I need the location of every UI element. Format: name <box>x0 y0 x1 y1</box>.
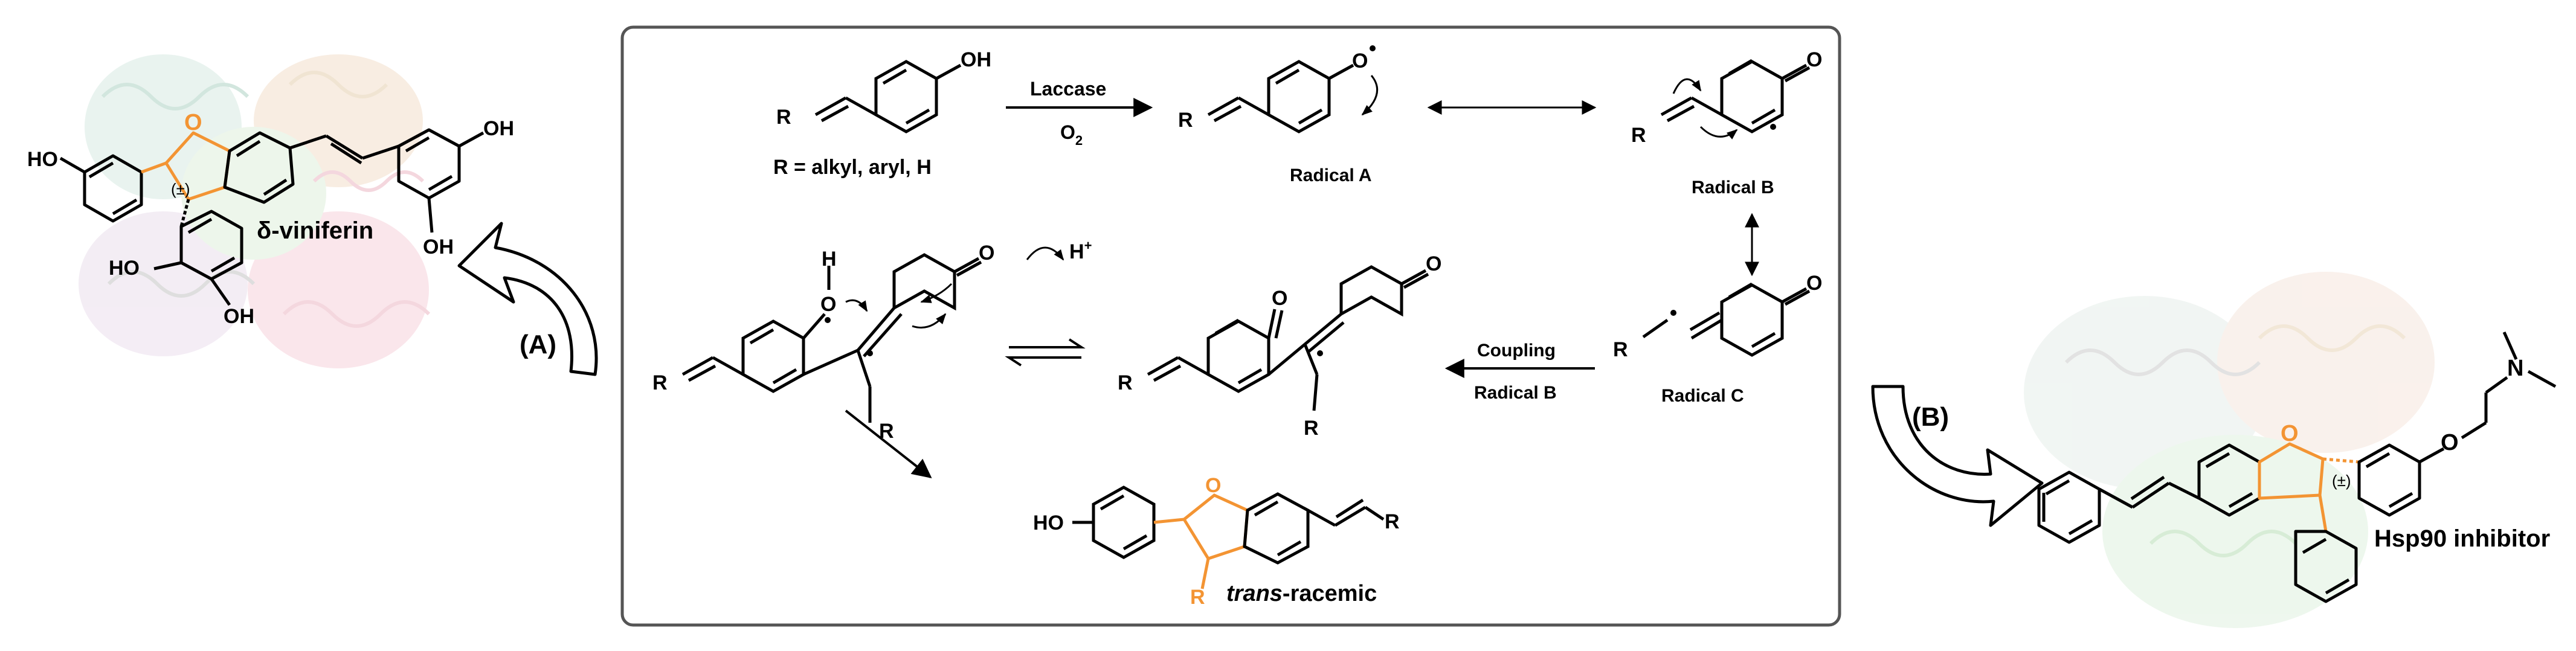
radical-c-r: R <box>1613 338 1628 361</box>
dimer-o1: O <box>1272 287 1287 310</box>
dimer-structure <box>1147 265 1429 411</box>
start-r-definition: R = alkyl, aryl, H <box>773 156 932 179</box>
radical-a-r: R <box>1178 109 1193 132</box>
arrow-b-label: (B) <box>1912 402 1949 432</box>
viniferin-ring-oxygen: O <box>184 110 202 135</box>
viniferin-structure <box>59 128 485 306</box>
starting-material <box>814 60 962 133</box>
radical-a-dot <box>1370 45 1376 51</box>
intermediate-h-plus-h: H <box>1069 240 1084 263</box>
reagent-laccase: Laccase <box>1030 78 1106 100</box>
intermediate-structure <box>681 246 1064 423</box>
intermediate-o2: O <box>979 242 994 265</box>
intermediate-r1: R <box>652 371 668 394</box>
product-arrow <box>845 409 932 478</box>
viniferin-oh-lower: OH <box>423 236 454 258</box>
product-ho: HO <box>1033 512 1064 534</box>
intermediate-h-plus-sup: + <box>1084 238 1092 253</box>
intermediate-o-dot <box>825 317 831 323</box>
radical-b-dot <box>1770 124 1776 130</box>
reagent-oxygen-sub: 2 <box>1075 133 1083 148</box>
viniferin-oh-bottom: OH <box>224 305 254 328</box>
radical-a-label: Radical A <box>1290 165 1372 185</box>
product-label: trans-racemic <box>1226 581 1377 606</box>
intermediate-o: O <box>820 293 836 316</box>
radical-a-o: O <box>1352 50 1368 72</box>
arrow-b <box>1871 385 2044 527</box>
intermediate-h-plus: H+ <box>1069 238 1092 263</box>
product-o: O <box>1205 474 1221 497</box>
arrow-a <box>457 222 598 376</box>
radical-b-structure <box>1660 59 1811 140</box>
product-r2: R <box>1190 586 1205 609</box>
radical-c-structure <box>1642 282 1811 357</box>
hsp90-nitrogen: N <box>2507 356 2523 381</box>
dimer-o2: O <box>1426 252 1441 275</box>
right-panel: (B) <box>1871 272 2557 628</box>
radical-c-o: O <box>1806 272 1822 295</box>
hsp90-structure <box>2037 331 2557 603</box>
dimer-r2: R <box>1304 417 1319 440</box>
product-label-italic: trans <box>1226 581 1283 606</box>
viniferin-oh-right: OH <box>483 117 514 140</box>
start-r: R <box>776 106 791 129</box>
intermediate-c-dot <box>867 350 873 356</box>
product-label-rest: -racemic <box>1283 581 1377 606</box>
equilibrium-arrows <box>1005 338 1086 367</box>
radical-a-structure <box>1207 60 1379 133</box>
hsp90-ring-oxygen: O <box>2281 421 2299 446</box>
hsp90-oxygen: O <box>2441 430 2459 455</box>
protein-background-right <box>2024 272 2435 628</box>
start-oh: OH <box>961 48 991 71</box>
viniferin-compound-name: δ-viniferin <box>257 217 373 244</box>
radical-c-label: Radical C <box>1661 386 1744 406</box>
product-structure <box>1072 486 1385 589</box>
product-r1: R <box>1385 510 1400 533</box>
arrow-a-label: (A) <box>520 330 556 359</box>
dimer-radical-dot <box>1317 350 1323 356</box>
viniferin-ho-bottom: HO <box>109 257 140 280</box>
radical-b-o: O <box>1806 48 1822 71</box>
scheme-box: OH R R = alkyl, aryl, H Laccase O2 O R R… <box>620 25 1841 627</box>
coupling-radical-b: Radical B <box>1474 383 1557 403</box>
radical-b-r: R <box>1631 124 1646 147</box>
hsp90-stereo: (±) <box>2332 472 2351 490</box>
intermediate-h: H <box>822 248 837 271</box>
dimer-r1: R <box>1118 371 1133 394</box>
viniferin-stereo: (±) <box>171 180 190 198</box>
radical-c-dot <box>1670 310 1676 316</box>
radical-b-label: Radical B <box>1692 178 1774 197</box>
viniferin-ho-left: HO <box>27 148 58 171</box>
hsp90-compound-name: Hsp90 inhibitor <box>2374 525 2550 552</box>
left-panel: HO O (±) OH OH HO OH δ-viniferin (A) <box>27 54 598 376</box>
reagent-oxygen-o: O <box>1060 121 1075 143</box>
reagent-oxygen: O2 <box>1060 121 1083 148</box>
coupling-label: Coupling <box>1477 341 1556 361</box>
